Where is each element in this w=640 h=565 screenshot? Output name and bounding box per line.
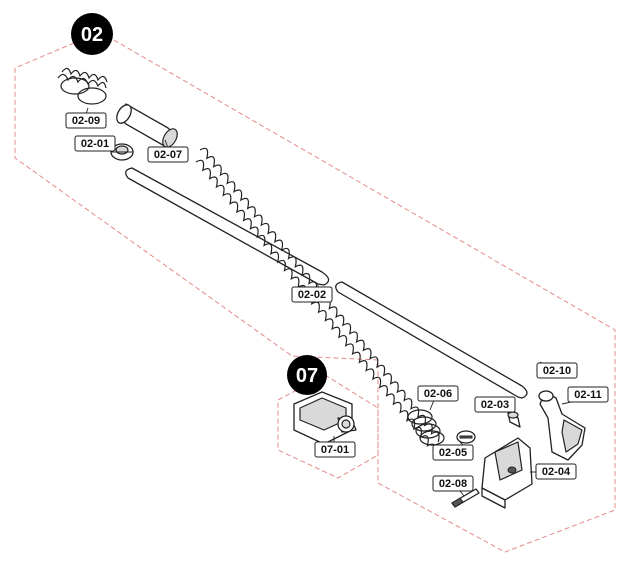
group-badge-07: 07 — [287, 355, 327, 395]
part-02-01-cap — [110, 143, 134, 161]
part-02-11-lever — [538, 390, 586, 461]
callout-label: 02-10 — [543, 365, 571, 377]
callout-label: 02-08 — [439, 478, 467, 490]
callout-02-08: 02-08 — [432, 475, 474, 492]
callout-07-01: 07-01 — [314, 441, 356, 458]
callout-02-02: 02-02 — [291, 286, 333, 303]
part-02-08-rod — [451, 488, 480, 508]
callout-02-04: 02-04 — [535, 463, 577, 480]
leader-02-08 — [459, 490, 465, 497]
part-02-09-spring — [57, 67, 108, 105]
callout-02-09: 02-09 — [65, 112, 107, 129]
callout-label: 02-04 — [542, 466, 571, 478]
group-label-07: 07 — [296, 365, 318, 387]
group-badge-02: 02 — [71, 13, 113, 55]
part-02-03-pin — [507, 411, 521, 428]
callout-label: 02-11 — [574, 389, 602, 401]
callout-02-05: 02-05 — [432, 444, 474, 461]
part-07-01-assembly — [293, 391, 357, 445]
callout-02-03: 02-03 — [474, 396, 516, 413]
part-02-04-block — [481, 437, 533, 509]
callout-label: 02-07 — [154, 149, 182, 161]
callout-label: 02-03 — [481, 399, 509, 411]
callout-02-07: 02-07 — [147, 146, 189, 163]
part-02-02-guide-rod — [125, 167, 528, 399]
part-02-06-spring — [407, 409, 445, 446]
callout-02-11: 02-11 — [567, 386, 609, 403]
callout-02-01: 02-01 — [74, 135, 116, 152]
part-02-05-screw — [456, 430, 476, 444]
group-label-02: 02 — [81, 24, 103, 46]
callout-label: 02-06 — [424, 388, 452, 400]
group-07-outline — [277, 374, 379, 479]
callout-label: 02-01 — [81, 138, 109, 150]
callout-label: 02-05 — [439, 447, 467, 459]
callout-label: 07-01 — [321, 444, 349, 456]
leader-02-06 — [429, 399, 435, 411]
callout-02-06: 02-06 — [417, 385, 459, 402]
callout-label: 02-09 — [72, 115, 100, 127]
callout-02-10: 02-10 — [536, 362, 578, 379]
callout-label: 02-02 — [298, 289, 326, 301]
part-02-07-cylinder — [116, 103, 178, 149]
